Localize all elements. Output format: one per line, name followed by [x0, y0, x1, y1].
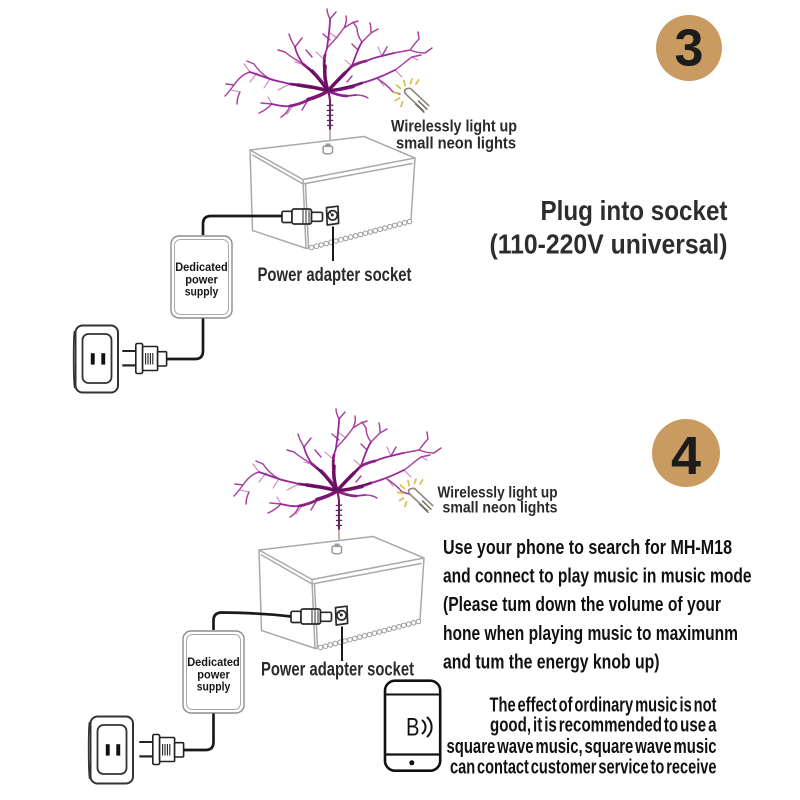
svg-text:and tum the energy knob up): and tum the energy knob up): [443, 651, 660, 673]
svg-text:Plug into socket: Plug into socket: [541, 195, 728, 226]
svg-text:square wave music, square wave: square wave music, square wave music: [447, 735, 717, 758]
svg-text:Wirelessly light up: Wirelessly light up: [438, 485, 558, 502]
svg-text:Power adapter socket: Power adapter socket: [261, 660, 415, 681]
svg-text:small neon lights: small neon lights: [443, 500, 558, 517]
svg-text:Wirelessly light up: Wirelessly light up: [391, 117, 517, 136]
svg-text:Power adapter socket: Power adapter socket: [258, 265, 413, 286]
svg-text:(110-220V universal): (110-220V universal): [490, 229, 728, 260]
svg-text:good, it is recommended to use: good, it is recommended to use a: [490, 714, 717, 737]
svg-text:small neon lights: small neon lights: [396, 134, 516, 153]
svg-text:(Please tum down the volume of: (Please tum down the volume of your: [443, 594, 721, 616]
svg-text:4: 4: [671, 426, 701, 486]
svg-text:The effect of ordinary music i: The effect of ordinary music is not: [490, 694, 717, 717]
svg-text:3: 3: [675, 20, 704, 78]
svg-text:Use your phone to search for M: Use your phone to search for MH-M18: [443, 537, 732, 559]
svg-text:can contact customer service t: can contact customer service to receive: [450, 756, 717, 779]
svg-text:hone when playing music to max: hone when playing music to maximunm: [443, 623, 738, 645]
svg-text:and connect to play music in m: and connect to play music in music mode: [443, 566, 752, 588]
svg-text:B: B: [406, 714, 420, 742]
